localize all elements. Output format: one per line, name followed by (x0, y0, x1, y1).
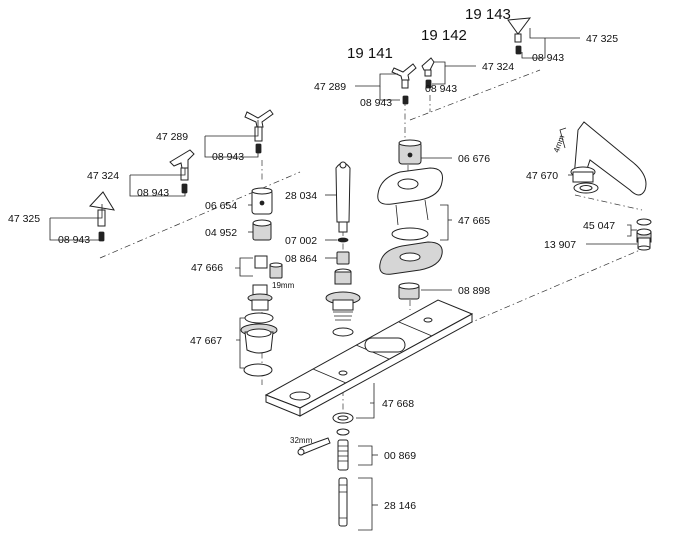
top-ring (398, 282, 420, 300)
center-wrench-32 (297, 437, 331, 456)
left-handle-cross (244, 109, 274, 154)
label-04952: 04 952 (205, 227, 237, 239)
label-47668: 47 668 (382, 398, 414, 410)
label-28034: 28 034 (285, 190, 317, 202)
label-07002: 07 002 (285, 235, 317, 247)
label-28146: 28 146 (384, 500, 416, 512)
callout-top-47324: 47 324 08 943 (425, 61, 514, 95)
center-mount-set (332, 412, 354, 436)
right-spout (570, 121, 647, 196)
label-47665: 47 665 (458, 215, 490, 227)
label-13907: 13 907 (544, 239, 576, 251)
svg-text:08 943: 08 943 (212, 151, 244, 163)
center-oring (337, 237, 349, 243)
callout-left-47324: 47 324 08 943 (87, 168, 186, 199)
svg-text:08 943: 08 943 (137, 187, 169, 199)
label-19mm: 19mm (272, 281, 295, 290)
label-47666: 47 666 (191, 262, 223, 274)
svg-text:47 325: 47 325 (8, 213, 40, 225)
left-valve-set (240, 284, 278, 377)
top-escutcheon (398, 139, 422, 165)
top-plate-set (377, 167, 443, 275)
top-handle-cross (391, 63, 417, 105)
top-handle-tri (507, 17, 532, 55)
top-handle-lever (421, 57, 435, 89)
label-47667: 47 667 (190, 335, 222, 347)
left-bushing (252, 219, 272, 241)
center-nut (336, 251, 350, 265)
label-08898: 08 898 (458, 285, 490, 297)
center-handshower (335, 161, 351, 233)
label-08864: 08 864 (285, 253, 317, 265)
label-00869: 00 869 (384, 450, 416, 462)
svg-text:08 943: 08 943 (58, 234, 90, 246)
label-4mm: 4mm (552, 134, 567, 154)
label-32mm: 32mm (290, 436, 313, 445)
left-handle-lever (169, 149, 195, 194)
callout-top-47325: 47 325 08 943 (521, 28, 618, 64)
svg-text:47 289: 47 289 (314, 81, 346, 93)
svg-text:47 324: 47 324 (482, 61, 514, 73)
label-06676: 06 676 (458, 153, 490, 165)
svg-text:47 289: 47 289 (156, 131, 188, 143)
heading-19142: 19 142 (421, 27, 467, 44)
heading-19143: 19 143 (465, 6, 511, 23)
hex-key-icon (559, 127, 567, 149)
center-mount (325, 268, 361, 337)
deck-plate (264, 299, 474, 417)
svg-text:47 325: 47 325 (586, 33, 618, 45)
label-47670: 47 670 (526, 170, 558, 182)
heading-19141: 19 141 (347, 45, 393, 62)
callout-top-47289: 47 289 08 943 (314, 73, 400, 109)
svg-text:08 943: 08 943 (360, 97, 392, 109)
label-45047: 45 047 (583, 220, 615, 232)
svg-text:47 324: 47 324 (87, 170, 119, 182)
center-hose (338, 477, 348, 527)
callout-left-47325: 47 325 08 943 (8, 204, 103, 246)
callout-left-47289: 47 289 08 943 (156, 120, 259, 163)
svg-text:08 943: 08 943 (425, 83, 457, 95)
left-cartridge (254, 255, 283, 279)
left-sleeve (251, 187, 273, 215)
label-06654: 06 654 (205, 200, 237, 212)
right-aerator (636, 218, 652, 251)
svg-text:08 943: 08 943 (532, 52, 564, 64)
center-hose-part (337, 439, 349, 471)
